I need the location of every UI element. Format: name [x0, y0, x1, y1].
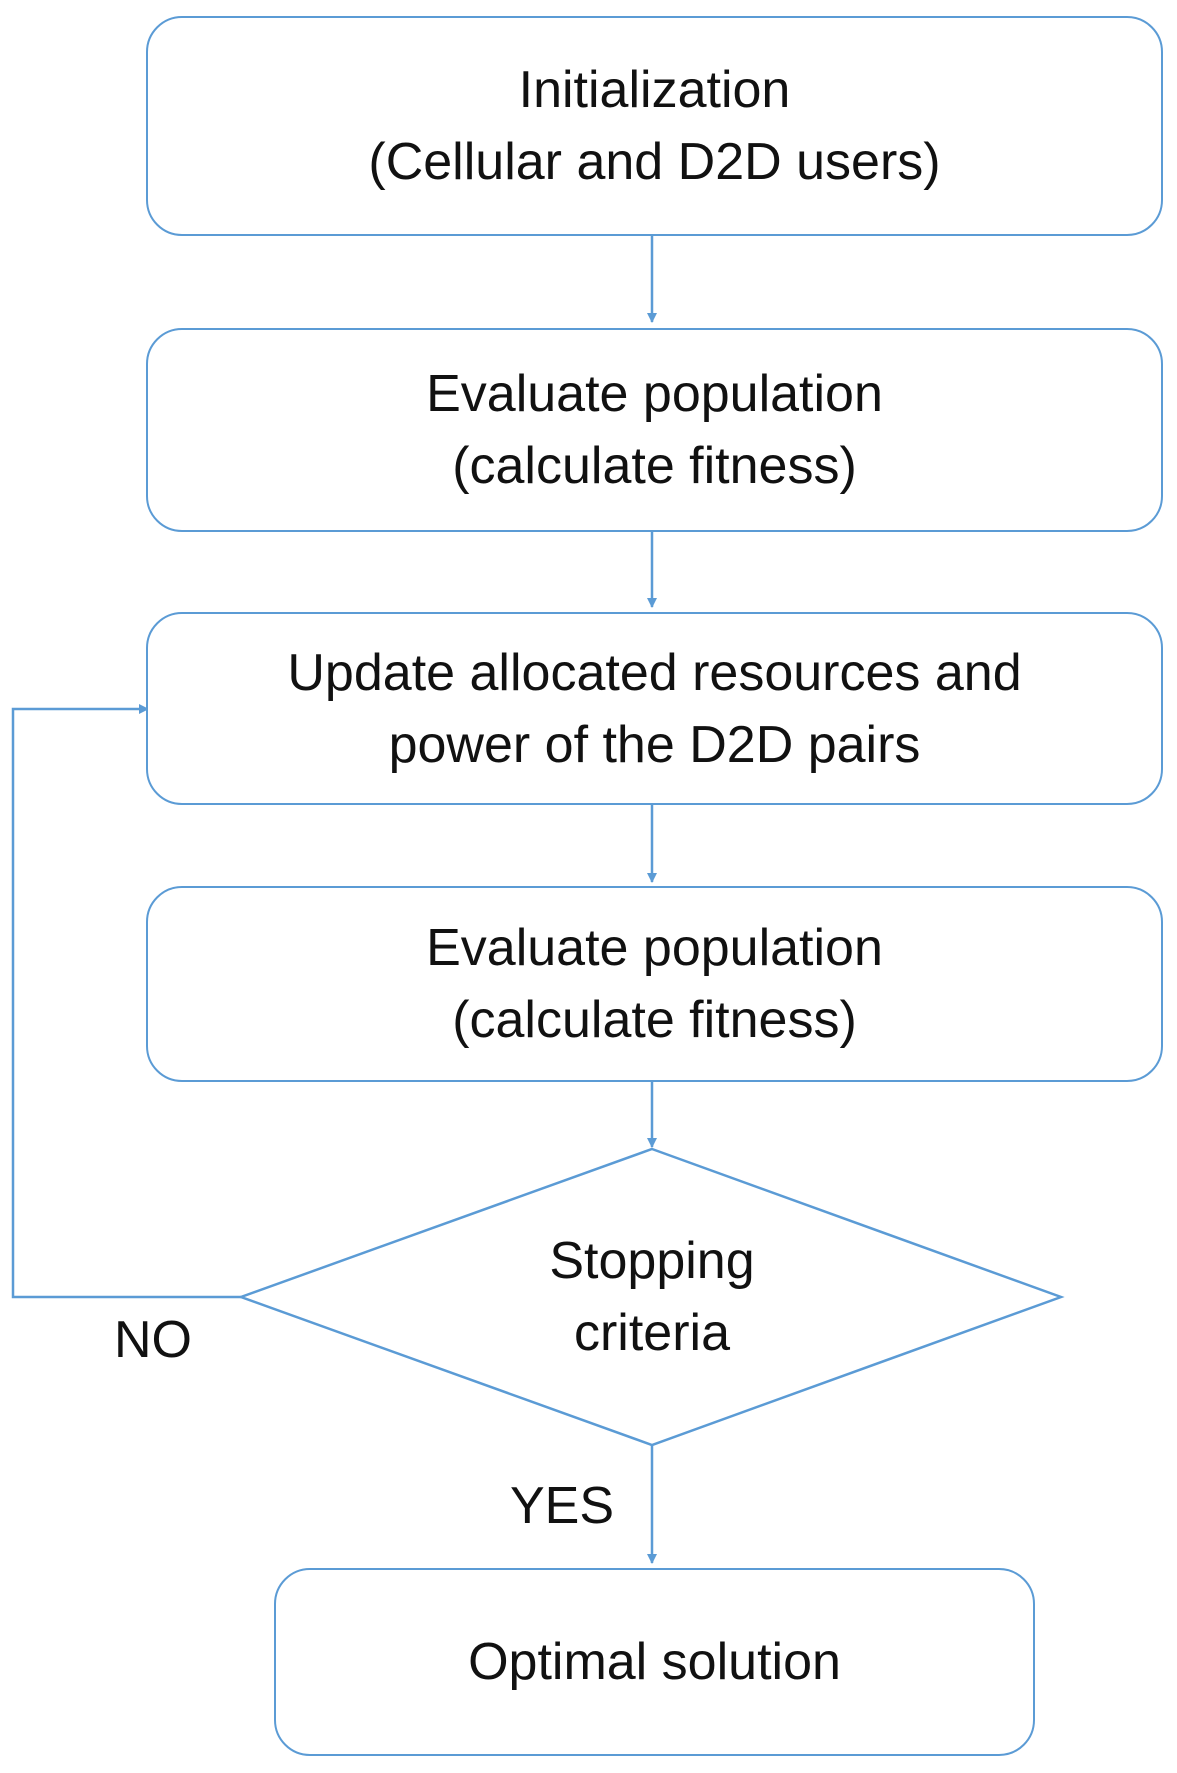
node-optimal-solution: Optimal solution — [274, 1568, 1035, 1756]
node-evaluate-population-1-line-2: (calculate fitness) — [452, 437, 857, 495]
edge-label-no: NO — [114, 1311, 192, 1369]
node-evaluate-population-2-line-1: Evaluate population — [426, 919, 883, 977]
node-stopping-criteria: Stopping criteria — [452, 1222, 852, 1372]
edge-label-yes: YES — [510, 1477, 615, 1535]
node-evaluate-population-1-line-1: Evaluate population — [426, 365, 883, 423]
node-evaluate-population-1: Evaluate population (calculate fitness) — [146, 328, 1163, 532]
node-evaluate-population-2-line-2: (calculate fitness) — [452, 991, 857, 1049]
edge-decision-update-loop — [11, 704, 241, 1299]
node-evaluate-population-2: Evaluate population (calculate fitness) — [146, 886, 1163, 1082]
node-initialization-line-1: Initialization — [518, 61, 791, 119]
node-update-resources: Update allocated resources and power of … — [146, 612, 1163, 805]
node-stopping-criteria-line-1: Stopping — [549, 1232, 755, 1290]
node-update-resources-line-2: power of the D2D pairs — [388, 715, 921, 774]
node-update-resources-line-1: Update allocated resources and — [287, 643, 1022, 702]
node-stopping-criteria-line-2: criteria — [573, 1304, 731, 1362]
node-optimal-solution-line-1: Optimal solution — [468, 1633, 841, 1691]
node-initialization-line-2: (Cellular and D2D users) — [368, 133, 941, 191]
node-initialization: Initialization (Cellular and D2D users) — [146, 16, 1163, 236]
